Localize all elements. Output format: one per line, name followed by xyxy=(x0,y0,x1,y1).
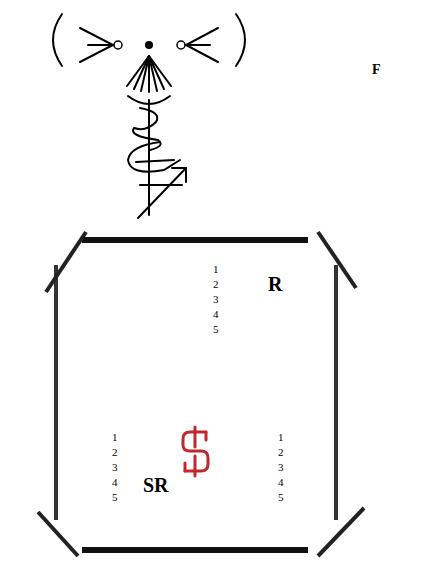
callout-number-column: 1 2 3 4 5 xyxy=(278,430,284,505)
figure-label: F xyxy=(372,62,381,78)
region-label: SR xyxy=(143,474,169,496)
region-label: R xyxy=(268,273,282,295)
red-emblem xyxy=(183,427,208,476)
square-region: 1 2 3 4 5 R 1 2 3 4 5 SR 1 2 3 4 5 xyxy=(60,245,335,545)
callout-number-column: 1 2 3 4 5 xyxy=(112,430,118,505)
figure-symbol xyxy=(53,14,245,218)
callout-number-column: 1 2 3 4 5 xyxy=(213,262,219,337)
square-frame xyxy=(38,232,364,556)
